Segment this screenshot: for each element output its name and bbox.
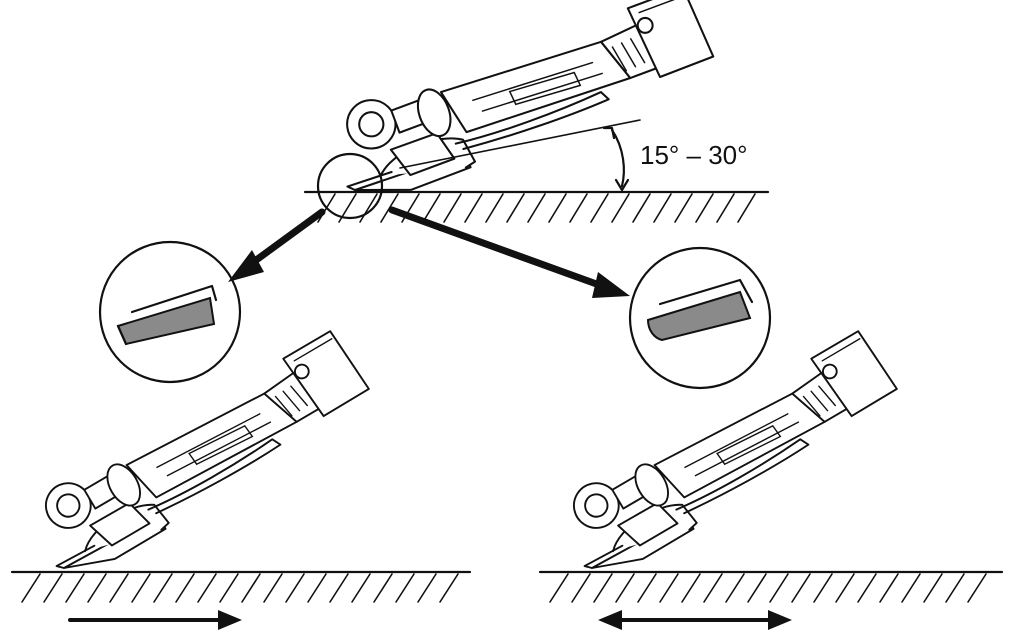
- surface-hatching-left: [21, 573, 459, 603]
- bottom-right-scene: [538, 324, 1004, 630]
- arrow-right-icon: [388, 206, 630, 298]
- angle-arc: [602, 126, 630, 192]
- bottom-left-scene: [10, 324, 472, 630]
- double-arrow-icon: [598, 610, 792, 630]
- detail-arrows: [228, 206, 630, 298]
- disc-detail-left: [98, 240, 242, 384]
- arrow-right-icon: [68, 610, 242, 630]
- tool-axis-line: [399, 119, 641, 169]
- detail-marker-circle: [316, 152, 384, 220]
- disc-detail-right: [628, 246, 772, 390]
- angle-grinder-icon: [19, 324, 394, 573]
- angle-label: 15° – 30°: [640, 140, 748, 170]
- angle-grinder-icon: [547, 324, 922, 573]
- surface-hatching-top: [317, 193, 756, 223]
- top-scene: 15° – 30°: [303, 0, 770, 223]
- surface-hatching-right: [549, 573, 987, 603]
- arrow-right-icon: [228, 208, 326, 282]
